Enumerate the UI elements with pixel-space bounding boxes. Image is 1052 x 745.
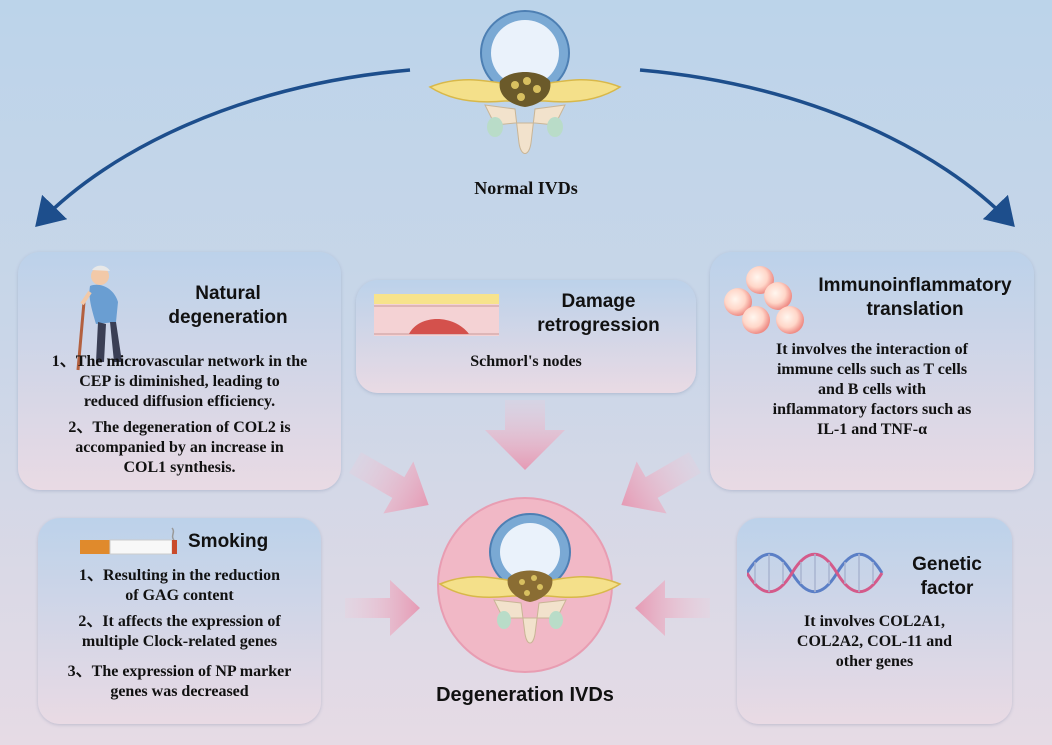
natural-item-1-line-1: 1、The microvascular network in the (51, 353, 308, 370)
soft-arrow-top (485, 400, 565, 470)
immune-cells-icon (724, 266, 804, 334)
dna-icon (747, 552, 884, 594)
cigarette-icon (80, 527, 177, 555)
normal-ivds-label: Normal IVDs (474, 178, 578, 198)
soft-arrow-lower-right (635, 580, 710, 636)
genetic-factor-text: It involves COL2A1, COL2A2, COL-11 and o… (796, 613, 953, 670)
natural-item-2-line-3: COL1 synthesis. (123, 459, 236, 476)
arrow-right-curve (639, 68, 1015, 228)
schmorl-node-icon (374, 294, 499, 336)
damage-retrogression-box: Damage retrogression Schmorl's nodes (356, 280, 696, 393)
natural-degeneration-text: 1、The microvascular network in the CEP i… (23, 352, 336, 478)
elderly-person-icon (76, 265, 122, 371)
natural-degeneration-title: Natural degeneration (168, 283, 288, 328)
smoking-title: Smoking (188, 531, 269, 552)
natural-item-1-line-3: reduced diffusion efficiency. (83, 393, 276, 410)
smoking-box: Smoking 1、Resulting in the reduction of … (38, 518, 321, 724)
damage-retrogression-title: Damage retrogression (537, 291, 660, 336)
immunoinflammatory-title: Immunoinflammatory translation (818, 275, 1012, 320)
natural-degeneration-box: Natural degeneration 1、The microvascular… (18, 252, 341, 490)
soft-arrow-upper-right (621, 452, 701, 514)
natural-item-2-line-2: accompanied by an increase in (75, 439, 284, 456)
immunoinflammatory-text: It involves the interaction of immune ce… (772, 341, 972, 438)
smoking-text: 1、Resulting in the reduction of GAG cont… (67, 567, 292, 700)
soft-arrow-upper-left (349, 452, 429, 514)
immunoinflammatory-box: Immunoinflammatory translation It involv… (710, 252, 1034, 490)
degeneration-ivds-label: Degeneration IVDs (436, 684, 614, 706)
natural-item-2-line-1: 2、The degeneration of COL2 is (68, 419, 291, 436)
genetic-factor-box: Genetic factor It involves COL2A1, COL2A… (737, 518, 1012, 724)
arrow-left-curve (35, 68, 411, 228)
schmorls-nodes-text: Schmorl's nodes (470, 353, 582, 370)
genetic-factor-title: Genetic factor (912, 554, 982, 599)
soft-arrow-lower-left (345, 580, 420, 636)
natural-item-1-line-2: CEP is diminished, leading to (79, 373, 280, 390)
